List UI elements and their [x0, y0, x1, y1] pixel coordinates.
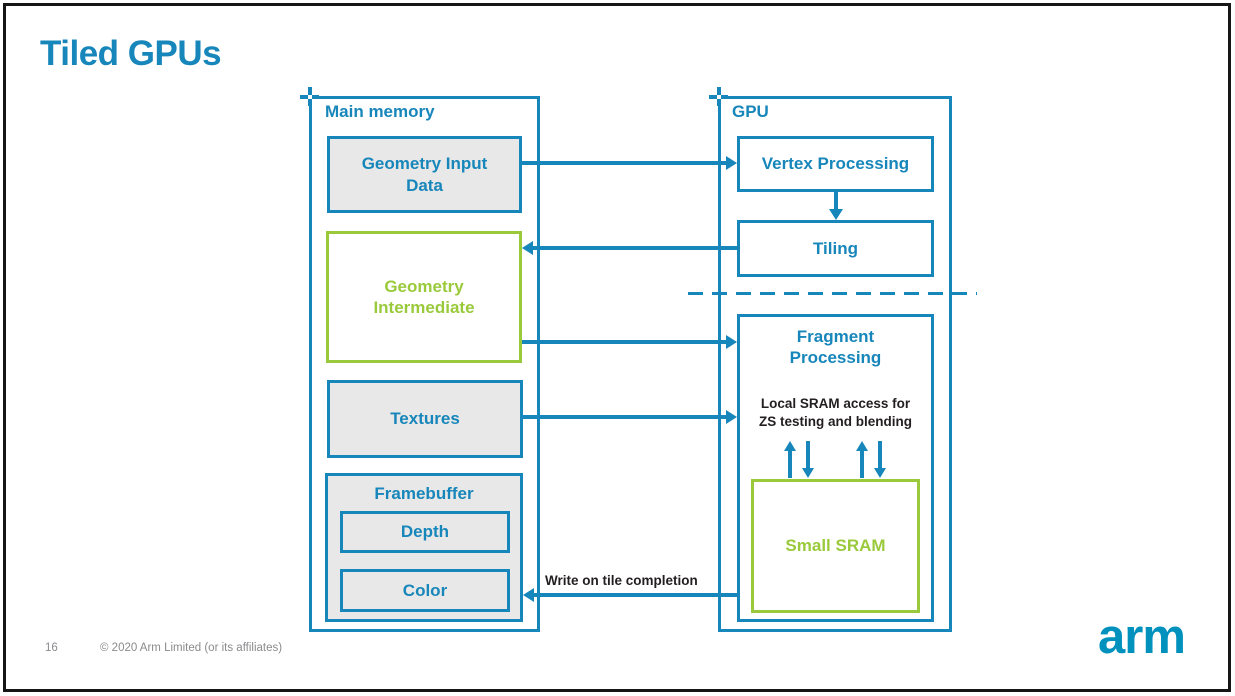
- slide-border: [3, 3, 1231, 692]
- depth-label: Depth: [400, 522, 450, 542]
- vertex-processing-label: Vertex Processing: [761, 154, 910, 174]
- depth-box: Depth: [340, 511, 510, 553]
- gpu-label: GPU: [732, 102, 769, 121]
- geometry-input-data-label: Geometry Input Data: [361, 154, 488, 195]
- vertex-processing-box: Vertex Processing: [737, 136, 934, 192]
- slide-title: Tiled GPUs: [40, 34, 222, 73]
- geometry-input-data-box: Geometry Input Data: [327, 136, 522, 213]
- copyright: © 2020 Arm Limited (or its affiliates): [100, 642, 283, 654]
- small-sram-box: Small SRAM: [751, 479, 920, 613]
- geometry-intermediate-box: Geometry Intermediate: [326, 231, 522, 363]
- crosshair-icon: [300, 87, 319, 106]
- main-memory-label: Main memory: [325, 102, 435, 121]
- page-number: 16: [45, 642, 58, 654]
- fragment-processing-label: Fragment Processing: [789, 327, 882, 368]
- arm-logo: arm: [1098, 610, 1186, 664]
- textures-box: Textures: [327, 380, 523, 458]
- tiling-label: Tiling: [812, 238, 858, 258]
- framebuffer-label: Framebuffer: [374, 484, 474, 503]
- arrow-tiling-to-geometry-intermediate: [522, 241, 737, 255]
- textures-label: Textures: [390, 409, 460, 429]
- gpu-container: [718, 96, 952, 632]
- arrow-sram-up: [784, 441, 796, 478]
- geometry-intermediate-label: Geometry Intermediate: [373, 276, 475, 317]
- arrow-fragment-to-framebuffer: [523, 588, 737, 602]
- arrow-sram-down: [874, 441, 886, 478]
- arrow-textures-to-fragment: [523, 410, 737, 424]
- arrow-geometry-input-to-vertex: [522, 156, 737, 170]
- arrow-sram-up: [856, 441, 868, 478]
- sram-note: Local SRAM access for ZS testing and ble…: [759, 396, 912, 429]
- dashed-divider: [688, 292, 977, 295]
- crosshair-icon: [709, 87, 728, 106]
- write-on-tile-label: Write on tile completion: [545, 573, 698, 588]
- small-sram-label: Small SRAM: [785, 536, 886, 556]
- arrow-vertex-to-tiling: [829, 192, 843, 220]
- color-box: Color: [340, 569, 510, 612]
- main-memory-container: [309, 96, 540, 632]
- color-label: Color: [402, 580, 448, 600]
- arrow-sram-down: [802, 441, 814, 478]
- arrow-geometry-intermediate-to-fragment: [522, 335, 737, 349]
- tiling-box: Tiling: [737, 220, 934, 277]
